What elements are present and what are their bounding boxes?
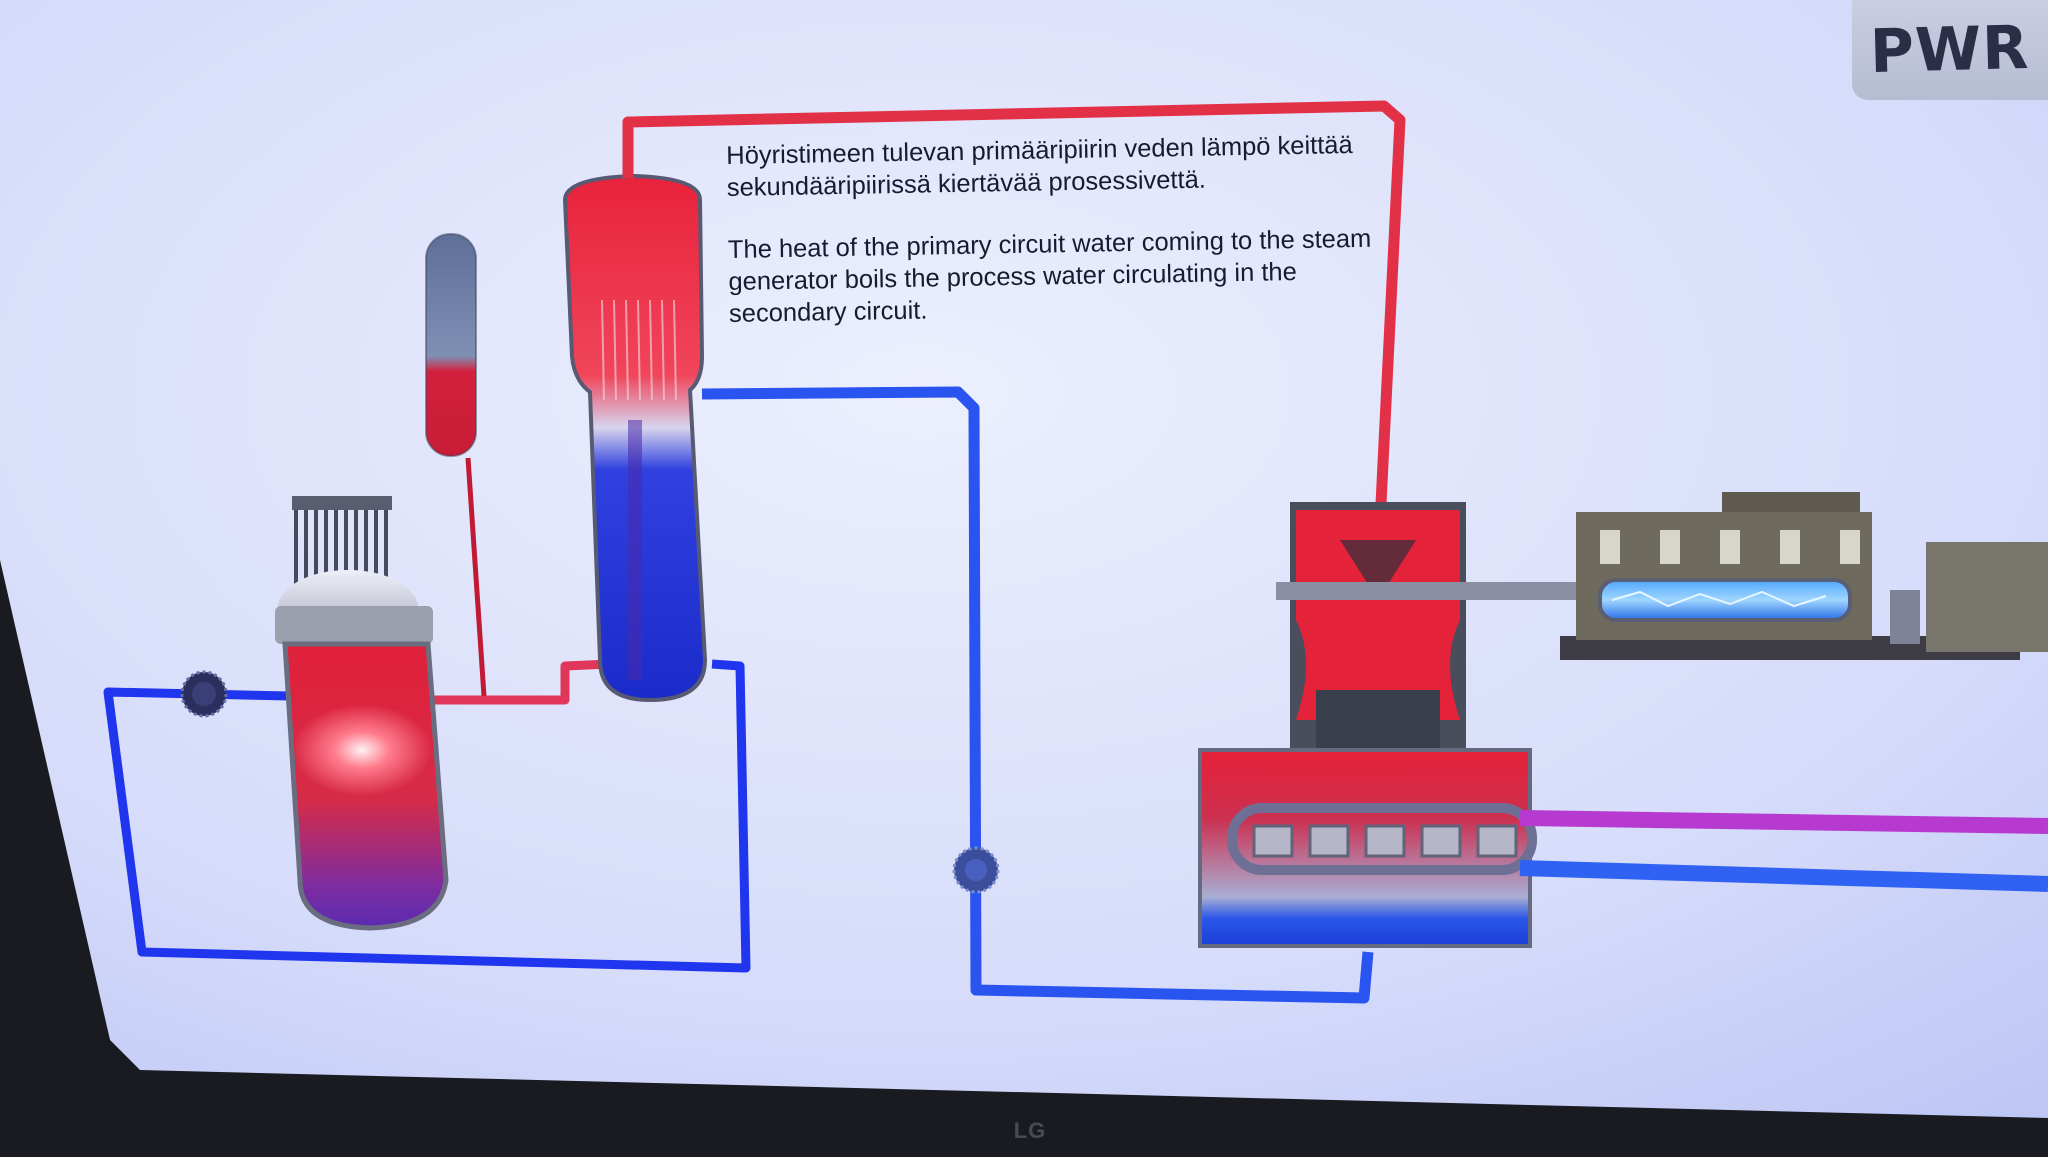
caption: Höyristimeen tulevan primääripiirin vede…: [726, 128, 1410, 360]
feedwater-line: [701, 386, 1374, 1004]
feedwater-pump: [952, 846, 1000, 894]
condenser: [1198, 748, 1537, 948]
caption-finnish: Höyristimeen tulevan primääripiirin vede…: [726, 131, 1353, 202]
monitor-brand-logo: LG: [1013, 1118, 1047, 1143]
primary-coolant-pump: [180, 670, 228, 718]
caption-english: The heat of the primary circuit water co…: [727, 224, 1372, 328]
primary-cold-loop: [103, 659, 751, 973]
main-steam-line: [622, 100, 1406, 525]
electric-generator: [1560, 492, 2048, 660]
pwr-badge: PWR: [1852, 0, 2048, 100]
steam-generator: [562, 173, 708, 703]
pwr-label: PWR: [1869, 12, 2031, 88]
cooling-water-lines: [1519, 810, 2048, 892]
u-tube-bundle: [601, 299, 677, 401]
reactor-vessel: [275, 496, 449, 931]
primary-hot-leg: [420, 457, 611, 705]
pressurizer: [425, 233, 477, 457]
steam-turbine: [1276, 502, 1706, 752]
